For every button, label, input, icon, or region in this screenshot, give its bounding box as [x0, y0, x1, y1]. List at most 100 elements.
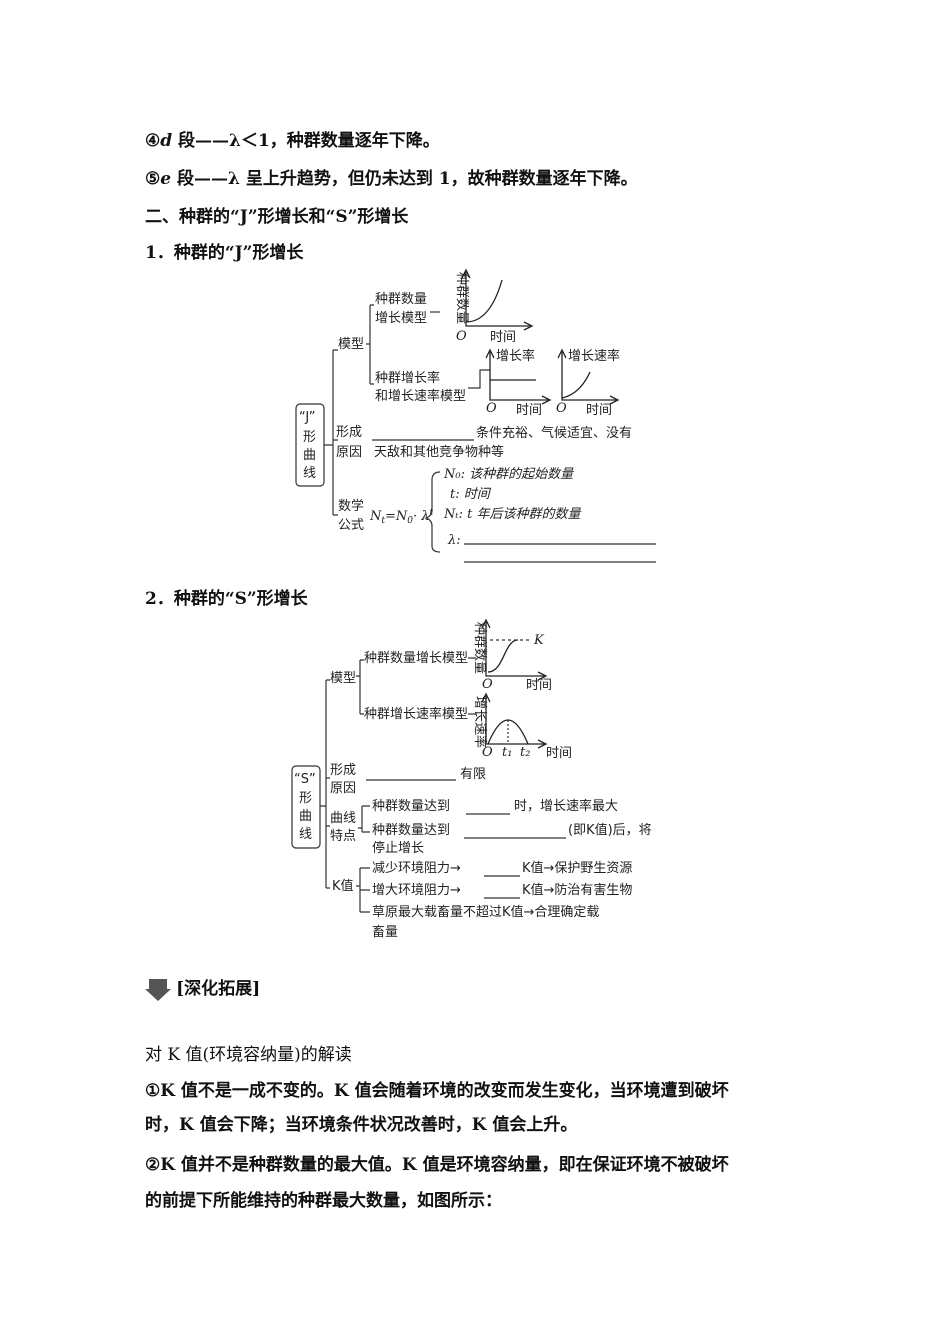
s-graph2-origin: O [482, 745, 493, 760]
j-def-4: λ: [447, 533, 461, 548]
j-growth-speed-curve [561, 371, 591, 399]
s-feature1-b: 时，增长速率最大 [514, 798, 618, 814]
j-graph2-arrows [485, 348, 552, 405]
k-p1-line2: 时，K 值会下降；当环境条件状况改善时，K 值会上升。 [145, 1115, 578, 1135]
j-def-3: Nₜ: t 年后该种群的数量 [443, 507, 582, 522]
s-t2-label: t₂ [520, 745, 530, 760]
s-k2-a: 增大环境阻力→ [372, 883, 461, 898]
s-k3-b: 畜量 [372, 924, 398, 940]
j-graph3-arrows [557, 348, 620, 405]
j-cause-text-1: 条件充裕、气候适宜、没有 [476, 425, 632, 441]
j-graph1-xlabel: 时间 [490, 330, 516, 345]
j-lambda-blank [464, 543, 656, 563]
s-k3: 草原最大载畜量不超过K值→合理确定载 [372, 904, 599, 920]
s-logistic-curve [487, 639, 519, 673]
s-rate-model: 种群增长速率模型 [364, 706, 468, 722]
s-k1-b: K值→保护野生资源 [522, 860, 632, 876]
s-model-label: 模型 [330, 671, 356, 686]
d-segment-line: ④d 段——λ＜1，种群数量逐年下降。 [145, 126, 440, 151]
s-graph1-arrows [481, 618, 548, 681]
s-graph1-ylabel: 种群数量 [472, 622, 487, 674]
s-pop-model: 种群数量增长模型 [364, 651, 468, 666]
j-graph2-origin: O [486, 401, 497, 416]
k-p2-line2: 的前提下所能维持的种群最大数量，如图所示： [145, 1191, 502, 1211]
s-feature1-a: 种群数量达到 [372, 799, 450, 814]
j-rate-model-2: 和增长速率模型 [375, 388, 466, 404]
s-feature2-b: (即K值)后，将 [568, 822, 652, 838]
s-graph1-xlabel: 时间 [526, 678, 552, 693]
j-def-2: t: 时间 [450, 487, 492, 502]
j-formula-label-1: 数学 [338, 498, 364, 514]
j-defs-brace [424, 471, 441, 553]
e-letter: e [160, 169, 172, 189]
j-graph2-axes [489, 352, 548, 401]
j-graph3-origin: O [556, 401, 567, 416]
j-graph1-ylabel: 种群数量 [454, 272, 469, 324]
k-section-title: 对 K 值(环境容纳量)的解读 [145, 1045, 352, 1065]
s-graph2-xlabel: 时间 [546, 746, 572, 761]
s-root-box [291, 765, 321, 849]
e-text: 段——λ 呈上升趋势，但仍未达到 1，故种群数量逐年下降。 [171, 169, 638, 189]
j-rate-model-connector [468, 369, 490, 389]
s-cause-label-2: 原因 [330, 781, 356, 796]
j-pop-model-2: 增长模型 [375, 311, 427, 326]
s-feature2-a: 种群数量达到 [372, 823, 450, 838]
j-cause-label-1: 形成 [336, 425, 362, 440]
j-root-bracket [324, 349, 338, 516]
s-feature-label-2: 特点 [330, 829, 356, 844]
sub2-heading: 2．种群的“S”形增长 [145, 589, 308, 609]
j-root-1: “J” [299, 410, 316, 425]
s-cause-label-1: 形成 [330, 763, 356, 778]
s-graph2-ylabel: 增长速率 [472, 696, 488, 748]
k-p2-line1: ②K 值并不是种群数量的最大值。K 值是环境容纳量，即在保证环境不被破坏 [145, 1155, 729, 1175]
s-k2-b: K值→防治有害生物 [522, 882, 632, 898]
s-root-3: 曲 [299, 809, 312, 824]
j-cause-label-2: 原因 [336, 445, 362, 460]
j-model-bracket [366, 304, 374, 385]
j-root-2: 形 [303, 430, 316, 445]
j-cause-text-2: 天敌和其他竞争物种等 [374, 444, 504, 460]
k-p1-line1: ①K 值不是一成不变的。K 值会随着环境的改变而发生变化，当环境遭到破坏 [145, 1081, 729, 1101]
s-k-bracket [356, 867, 370, 913]
d-prefix: ④ [145, 131, 161, 151]
j-pop-model-1: 种群数量 [375, 292, 427, 307]
d-text: 段——λ＜1，种群数量逐年下降。 [172, 131, 440, 151]
expand-title: [深化拓展] [176, 979, 261, 999]
s-feature-bracket [358, 805, 370, 833]
e-segment-line: ⑤e 段——λ 呈上升趋势，但仍未达到 1，故种群数量逐年下降。 [145, 164, 638, 189]
s-feature2-c: 停止增长 [372, 840, 424, 856]
s-graph1-axes [485, 622, 544, 677]
s-model-bracket [356, 659, 364, 715]
s-graph2-axes [485, 696, 544, 745]
sub1-heading: 1．种群的“J”形增长 [145, 243, 304, 263]
j-def-1: N₀: 该种群的起始数量 [443, 467, 575, 482]
j-graph3-ylabel: 增长速率 [568, 348, 620, 364]
j-graph2-xlabel: 时间 [516, 403, 542, 418]
s-root-bracket [320, 679, 330, 889]
s-graph1-origin: O [482, 677, 493, 692]
j-graph3-axes [561, 352, 616, 401]
s-k1-a: 减少环境阻力→ [372, 861, 461, 876]
j-formula-label-2: 公式 [338, 518, 364, 533]
s-t1-label: t₁ [502, 745, 512, 760]
j-graph1-arrows [461, 268, 534, 331]
j-graph3-xlabel: 时间 [586, 403, 612, 418]
j-model-label: 模型 [338, 337, 364, 352]
expand-header: [深化拓展] [145, 974, 260, 1001]
s-root-1: “S” [294, 772, 316, 787]
s-k-value-label: K值 [332, 878, 354, 894]
s-k-label: K [533, 633, 545, 648]
j-graph1-origin: O [456, 329, 467, 344]
s-root-2: 形 [299, 791, 312, 806]
s-graph2-arrows [481, 692, 548, 749]
j-graph1-axes [465, 272, 530, 327]
j-root-4: 线 [303, 466, 316, 481]
j-growth-curve [465, 279, 503, 323]
e-prefix: ⑤ [145, 169, 161, 189]
s-root-4: 线 [299, 827, 312, 842]
s-feature-label-1: 曲线 [330, 811, 356, 826]
d-letter: d [160, 131, 173, 151]
j-graph2-ylabel: 增长率 [496, 348, 535, 364]
j-formula: Nt=N0· λt [369, 508, 434, 526]
